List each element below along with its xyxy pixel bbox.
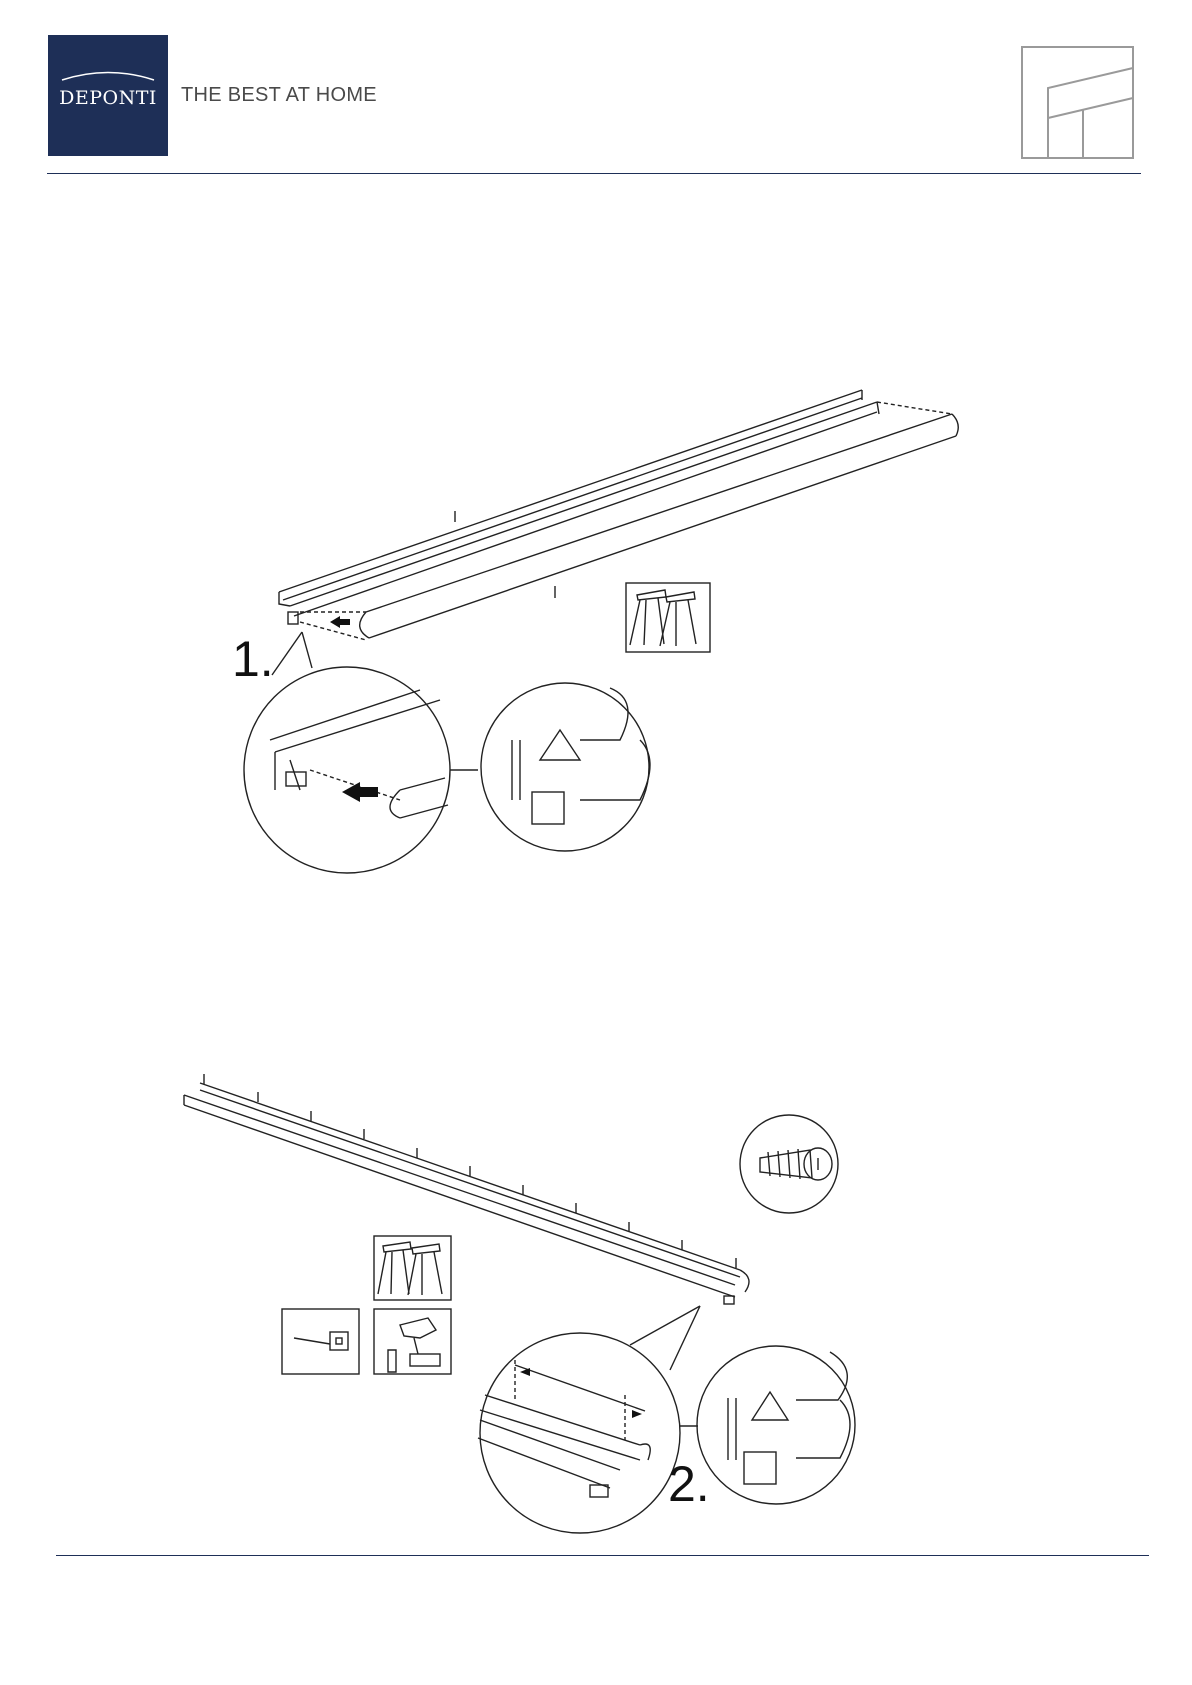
sawhorse-icon xyxy=(374,1236,451,1300)
screw-icon xyxy=(740,1115,838,1213)
step-number-2: 2. xyxy=(668,1455,710,1513)
step-number-1: 1. xyxy=(232,630,274,688)
tape-measure-icon xyxy=(282,1309,359,1374)
step2-rail-assembly xyxy=(184,1074,749,1304)
step2-zoom-detail xyxy=(478,1306,855,1533)
sawhorse-icon xyxy=(626,583,710,652)
arrow-left-large-icon xyxy=(342,782,378,802)
step1-rail-assembly xyxy=(279,390,958,640)
cordless-drill-icon xyxy=(374,1309,451,1374)
step1-zoom-detail xyxy=(244,632,650,873)
footer-divider xyxy=(56,1555,1149,1556)
dimension-arrow-icon xyxy=(520,1368,642,1418)
header-divider xyxy=(47,173,1141,174)
door-frame-icon xyxy=(1022,47,1133,158)
arrow-left-icon xyxy=(330,616,350,628)
